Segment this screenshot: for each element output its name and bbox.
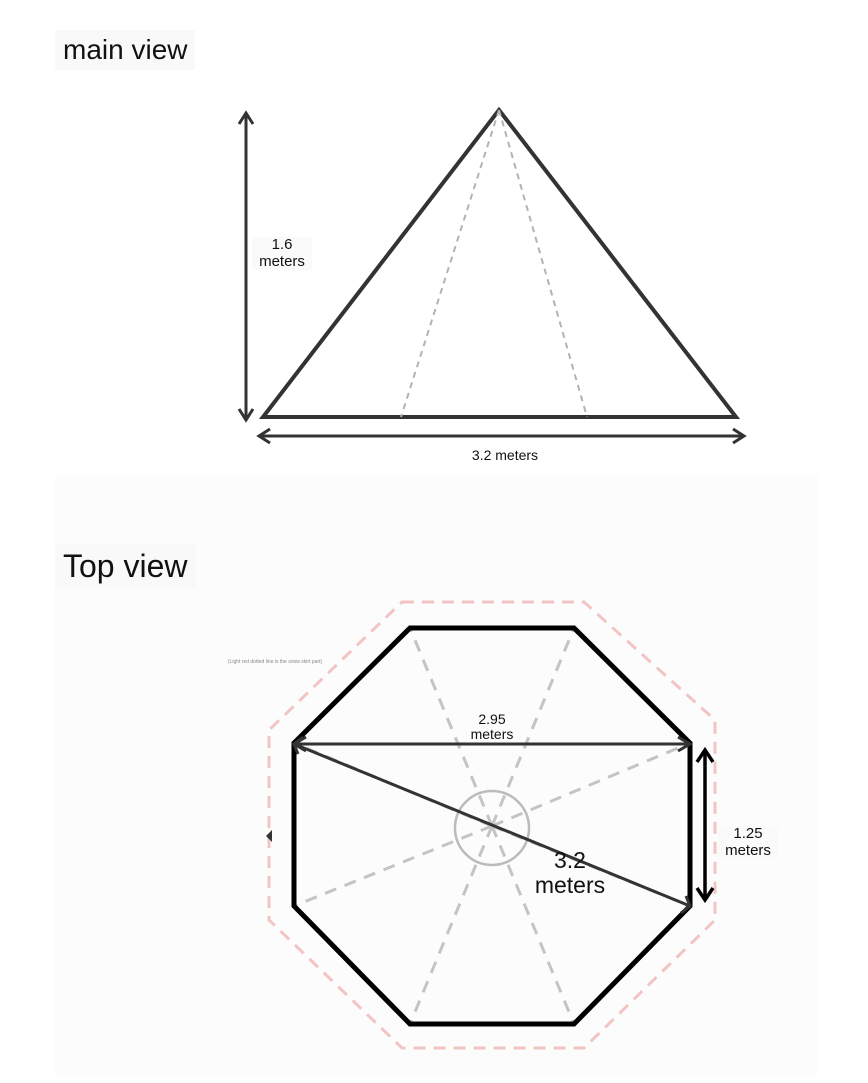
top-view-title: Top view [55,544,196,589]
diagonal-dimension-arrow [292,735,692,915]
side-label: 1.25 meters [718,825,778,859]
height-label-unit: meters [259,252,305,270]
across-label: 2.95 meters [462,711,522,743]
side-label-value: 1.25 [733,825,763,842]
pyramid-outline [258,106,741,419]
center-pole-circle [453,789,531,867]
snow-skirt-note: (Light red dotted line is the snow skirt… [227,659,323,665]
pyramid-hidden-edge-left [400,109,500,418]
left-marker [266,830,272,842]
width-label: 3.2 meters [471,447,539,463]
height-dimension-arrow [237,110,255,423]
diagonal-label: 3.2 meters [520,847,620,899]
diagonal-label-value: 3.2 [554,847,586,873]
snow-skirt-outline [267,600,717,1050]
tent-floor-octagon [291,625,693,1027]
height-label-value: 1.6 [271,236,293,253]
diagonal-label-unit: meters [534,872,606,899]
across-label-value: 2.95 [478,711,506,727]
side-dimension-arrow [695,746,715,904]
width-dimension-arrow [256,427,747,445]
height-label: 1.6 meters [252,236,312,270]
main-view-title: main view [55,30,196,70]
pyramid-hidden-edge-right [498,109,588,418]
across-label-unit: meters [470,726,514,743]
side-label-unit: meters [725,841,771,859]
